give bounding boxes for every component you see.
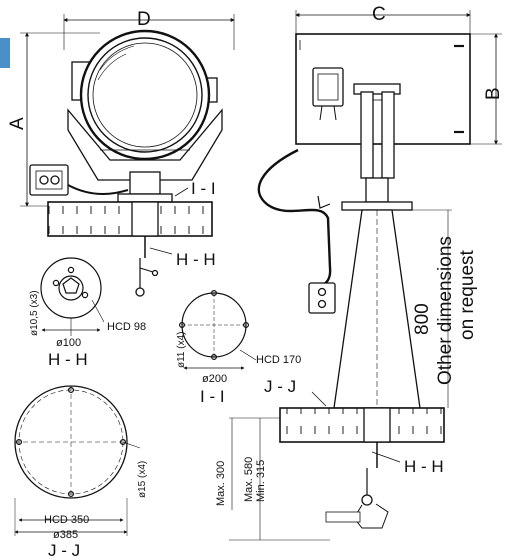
flange-jj-section xyxy=(14,385,141,536)
section-ii-marker: I - I xyxy=(191,179,216,198)
other-dimensions-line2: on request xyxy=(457,250,478,340)
flange-ii-holes-label: ø11 (x4) xyxy=(176,331,187,369)
other-dimensions-line1: Other dimensions xyxy=(435,236,456,385)
flange-hh-title: H - H xyxy=(48,350,88,369)
flange-hh-section xyxy=(40,257,105,336)
dim-800-label: 800 xyxy=(412,303,433,335)
section-hh-lower-marker: H - H xyxy=(404,457,444,476)
dim-b-label: B xyxy=(483,87,504,100)
dim-d-label: D xyxy=(137,9,151,30)
section-hh-upper-marker: H - H xyxy=(176,250,216,269)
searchlight-front-view xyxy=(20,14,235,297)
flange-ii-dia-label: ø200 xyxy=(202,373,228,385)
searchlight-side-view xyxy=(229,10,502,541)
accent-bar xyxy=(0,38,10,68)
height-max300-label: Max. 300 xyxy=(215,460,227,506)
flange-ii-section xyxy=(179,290,257,370)
height-min315-label: Min. 315 xyxy=(255,459,267,502)
flange-ii-title: I - I xyxy=(200,387,225,406)
dim-c-label: C xyxy=(372,4,386,25)
flange-jj-holes-label: ø15 (x4) xyxy=(137,460,148,498)
dim-a-label: A xyxy=(7,117,28,130)
flange-ii-hcd-label: HCD 170 xyxy=(256,354,302,366)
section-jj-upper-marker: J - J xyxy=(264,377,297,396)
flange-jj-title: J - J xyxy=(48,541,81,560)
flange-hh-dia-label: ø100 xyxy=(56,337,82,349)
flange-jj-hcd-label: HCD 350 xyxy=(44,514,90,526)
flange-hh-holes-label: ø10,5 (x3) xyxy=(29,290,40,336)
flange-hh-hcd-label: HCD 98 xyxy=(107,321,147,333)
flange-jj-dia-label: ø385 xyxy=(53,529,79,541)
height-max580-label: Max. 580 xyxy=(243,456,255,502)
